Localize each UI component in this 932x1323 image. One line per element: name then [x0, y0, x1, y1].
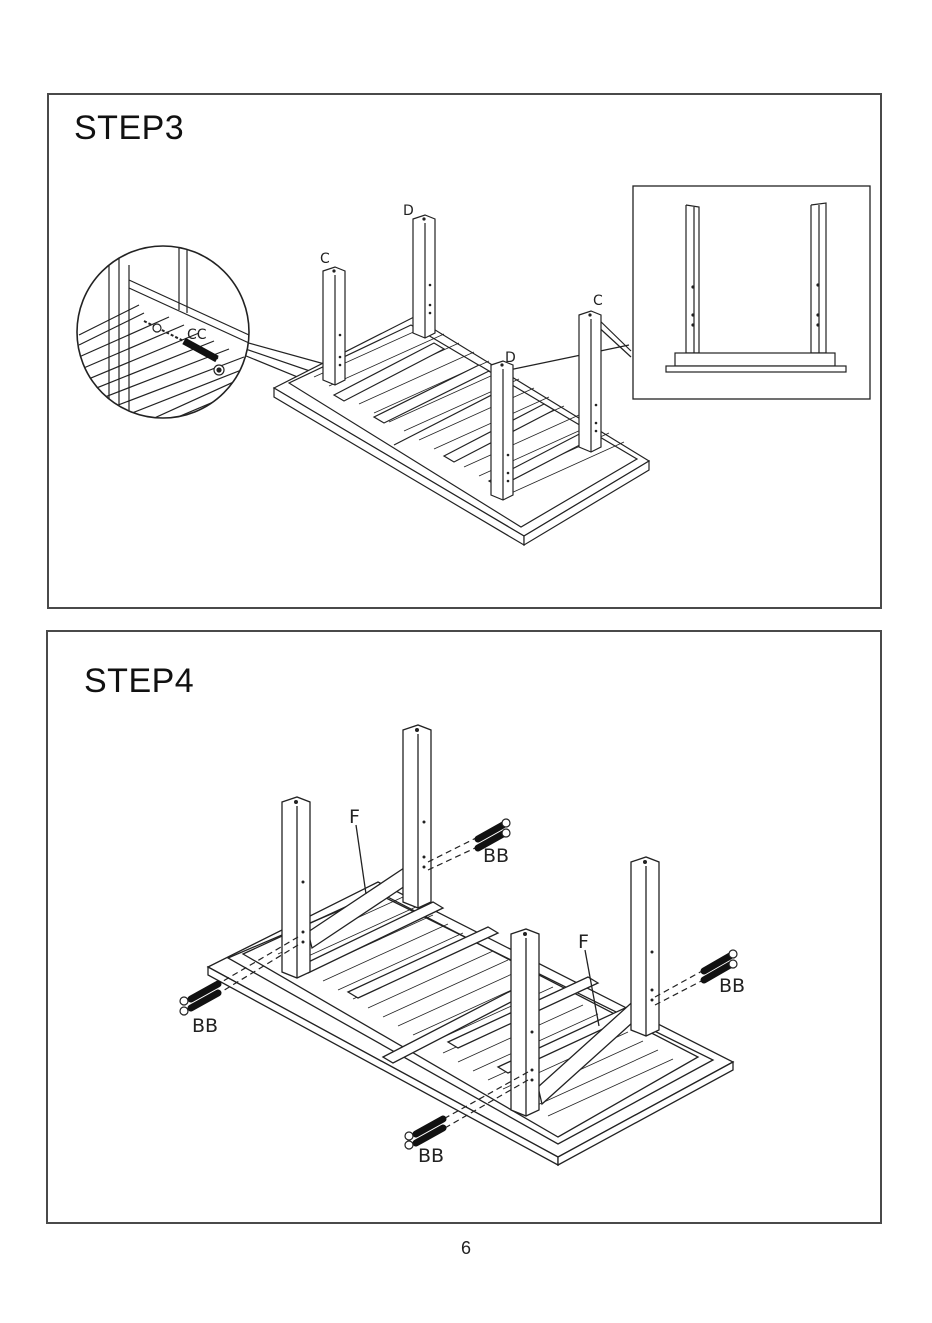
- step3-label-cc: CC: [187, 327, 207, 343]
- step4-label-bb-bottom: BB: [418, 1145, 444, 1167]
- step4-label-bb-left: BB: [192, 1015, 218, 1037]
- step4-label-bb-top-right: BB: [483, 845, 509, 867]
- step3-label-d-back: D: [403, 203, 414, 219]
- step4-label-bb-right: BB: [719, 975, 745, 997]
- page-number: 6: [0, 1238, 932, 1259]
- step4-label-f-left: F: [349, 806, 360, 828]
- step3-label-c-left: C: [320, 251, 330, 267]
- step4-label-f-right: F: [578, 931, 589, 953]
- step4-panel: STEP4: [46, 630, 882, 1224]
- step3-label-d-front: D: [505, 350, 516, 366]
- step4-illustration: F F BB BB BB BB: [48, 632, 880, 1222]
- step3-illustration: CC C D C D: [49, 95, 880, 607]
- step3-panel: STEP3: [47, 93, 882, 609]
- step3-label-c-right: C: [593, 293, 603, 309]
